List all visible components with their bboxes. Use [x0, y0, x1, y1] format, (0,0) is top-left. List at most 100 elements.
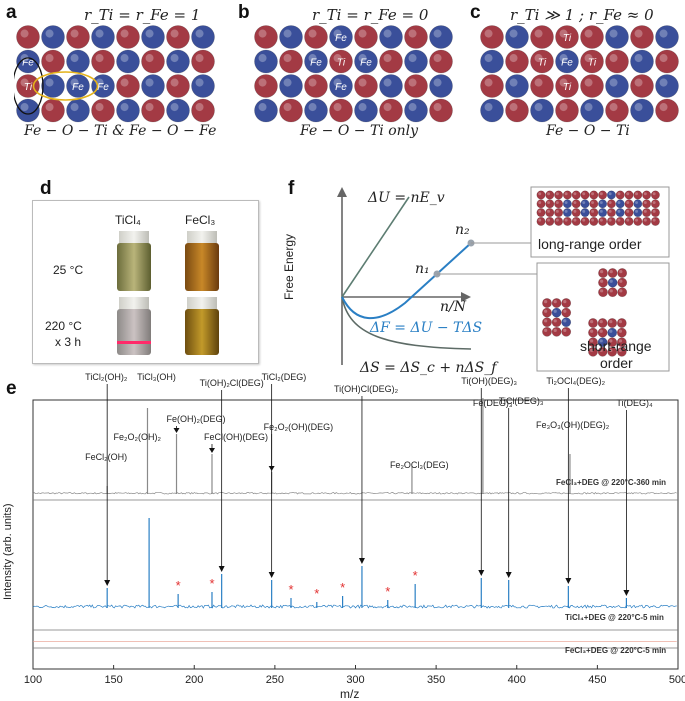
long-range-atom	[624, 216, 634, 226]
long-range-atom	[554, 199, 564, 209]
short-range-atom	[597, 346, 608, 357]
vial-fecl3-25c	[185, 231, 219, 291]
short-range-atom	[588, 337, 598, 348]
lattice-atom	[329, 98, 353, 123]
panel-a-letter: a	[6, 2, 17, 23]
long-range-atom	[536, 216, 546, 226]
ti-peak-label: Ti(DEG)₄	[616, 398, 653, 408]
lattice-atom	[505, 98, 529, 123]
lattice-atom	[254, 49, 278, 74]
long-range-atom	[554, 208, 564, 218]
lattice-atom	[16, 74, 40, 98]
lattice-atom	[530, 74, 554, 98]
long-range-atom	[536, 190, 546, 200]
fe-peak-label: FeCl(OH)(DEG)	[203, 432, 268, 442]
short-range-atom	[551, 307, 562, 318]
atom-label: Fe	[335, 33, 347, 44]
long-range-atom	[598, 190, 608, 200]
lattice-atom	[141, 74, 165, 98]
short-range-atom	[617, 277, 628, 288]
legend-ticl4-5: TiCl₄+DEG @ 220°C-5 min	[565, 613, 664, 622]
asterisk-marker: *	[340, 580, 345, 595]
short-range-atom	[607, 346, 618, 357]
lattice-atom	[116, 98, 140, 123]
ti-peak-label: Ti(OH)Cl(DEG)₂	[333, 384, 399, 394]
x-tick-label: 300	[346, 674, 364, 686]
fe-peak-label: Fe₂O₂(OH)(DEG)	[263, 422, 334, 432]
long-range-atom	[650, 216, 660, 226]
lattice-atom	[429, 74, 453, 98]
long-range-atom	[642, 216, 652, 226]
lattice-atom	[605, 49, 629, 74]
lattice-atom	[66, 49, 90, 74]
atom-label: Fe	[360, 58, 372, 69]
lattice-atom	[530, 49, 554, 74]
x-tick-label: 450	[588, 674, 606, 686]
panel-b-bottom-formula: Fe − O − Ti only	[300, 123, 419, 139]
ti-peak-label: Ti(OH)₂Cl(DEG)	[199, 378, 264, 388]
short-range-atom	[607, 337, 618, 348]
long-range-atom	[536, 199, 546, 209]
lattice-atom	[254, 74, 278, 98]
long-range-atom	[598, 216, 608, 226]
x-axis-label-nN: n/N	[440, 299, 466, 315]
long-range-atom	[606, 216, 616, 226]
asterisk-marker: *	[314, 586, 319, 601]
lattice-atom	[166, 49, 190, 74]
lattice-atom	[655, 98, 679, 123]
vial-photo: TiCl₄ FeCl₃ 25 °C 220 °C x 3 h	[32, 200, 259, 364]
n1-label: n₁	[415, 261, 430, 277]
short-range-atom	[607, 277, 618, 288]
short-range-atom	[607, 318, 618, 328]
long-range-atom	[650, 208, 660, 218]
lattice-atom	[116, 25, 140, 49]
legend-fecl3-5: FeCl₃+DEG @ 220°C-5 min	[565, 646, 667, 655]
long-range-atom	[633, 199, 643, 209]
lattice-atom	[16, 25, 40, 49]
lattice-atom	[580, 98, 604, 123]
long-range-atom	[598, 199, 608, 209]
lattice-atom	[379, 98, 403, 123]
lattice-atom	[141, 49, 165, 74]
long-range-atom	[589, 190, 599, 200]
lattice-atom	[580, 74, 604, 98]
short-range-atom	[597, 327, 608, 338]
n2-label: n₂	[455, 222, 470, 238]
lattice-atom	[555, 98, 579, 123]
e-y-axis-label: Intensity (arb. units)	[2, 503, 14, 600]
lattice-atom	[91, 74, 115, 98]
short-range-atom	[597, 318, 608, 328]
atom-label: Fe	[335, 82, 347, 93]
lattice-atom	[41, 98, 65, 123]
ti-peak-label: Ti₂OCl₄(DEG)₂	[546, 376, 606, 386]
short-range-atom	[542, 326, 552, 337]
short-range-atom	[551, 298, 562, 308]
lattice-atom	[605, 25, 629, 49]
vial-row-220c: 220 °C	[45, 319, 82, 333]
ti-peak-label: Ti(OH)(DEG)₃	[461, 376, 518, 386]
long-range-atom	[589, 216, 599, 226]
long-range-atom	[606, 199, 616, 209]
lattice-atom	[66, 74, 90, 98]
short-range-atom	[588, 327, 598, 338]
fe-peak-label: Fe(DEG)₃	[472, 398, 513, 408]
asterisk-marker: *	[413, 568, 418, 583]
short-range-atom	[616, 327, 627, 338]
short-range-atom	[551, 326, 562, 337]
long-range-atom	[650, 190, 660, 200]
vial-col-ticl4: TiCl₄	[115, 213, 141, 227]
long-range-atom	[650, 199, 660, 209]
lattice-atom	[329, 49, 353, 74]
long-range-atom	[554, 216, 564, 226]
short-range-atom	[607, 287, 618, 298]
lattice-atom	[429, 49, 453, 74]
lattice-atom	[141, 98, 165, 123]
panel-c-letter: c	[470, 2, 481, 23]
lattice-atom	[630, 98, 654, 123]
long-range-atom	[545, 216, 555, 226]
long-range-atom	[536, 208, 546, 218]
vial-row-3h: x 3 h	[55, 335, 82, 349]
lattice-atom	[304, 74, 328, 98]
long-range-atom	[562, 190, 572, 200]
